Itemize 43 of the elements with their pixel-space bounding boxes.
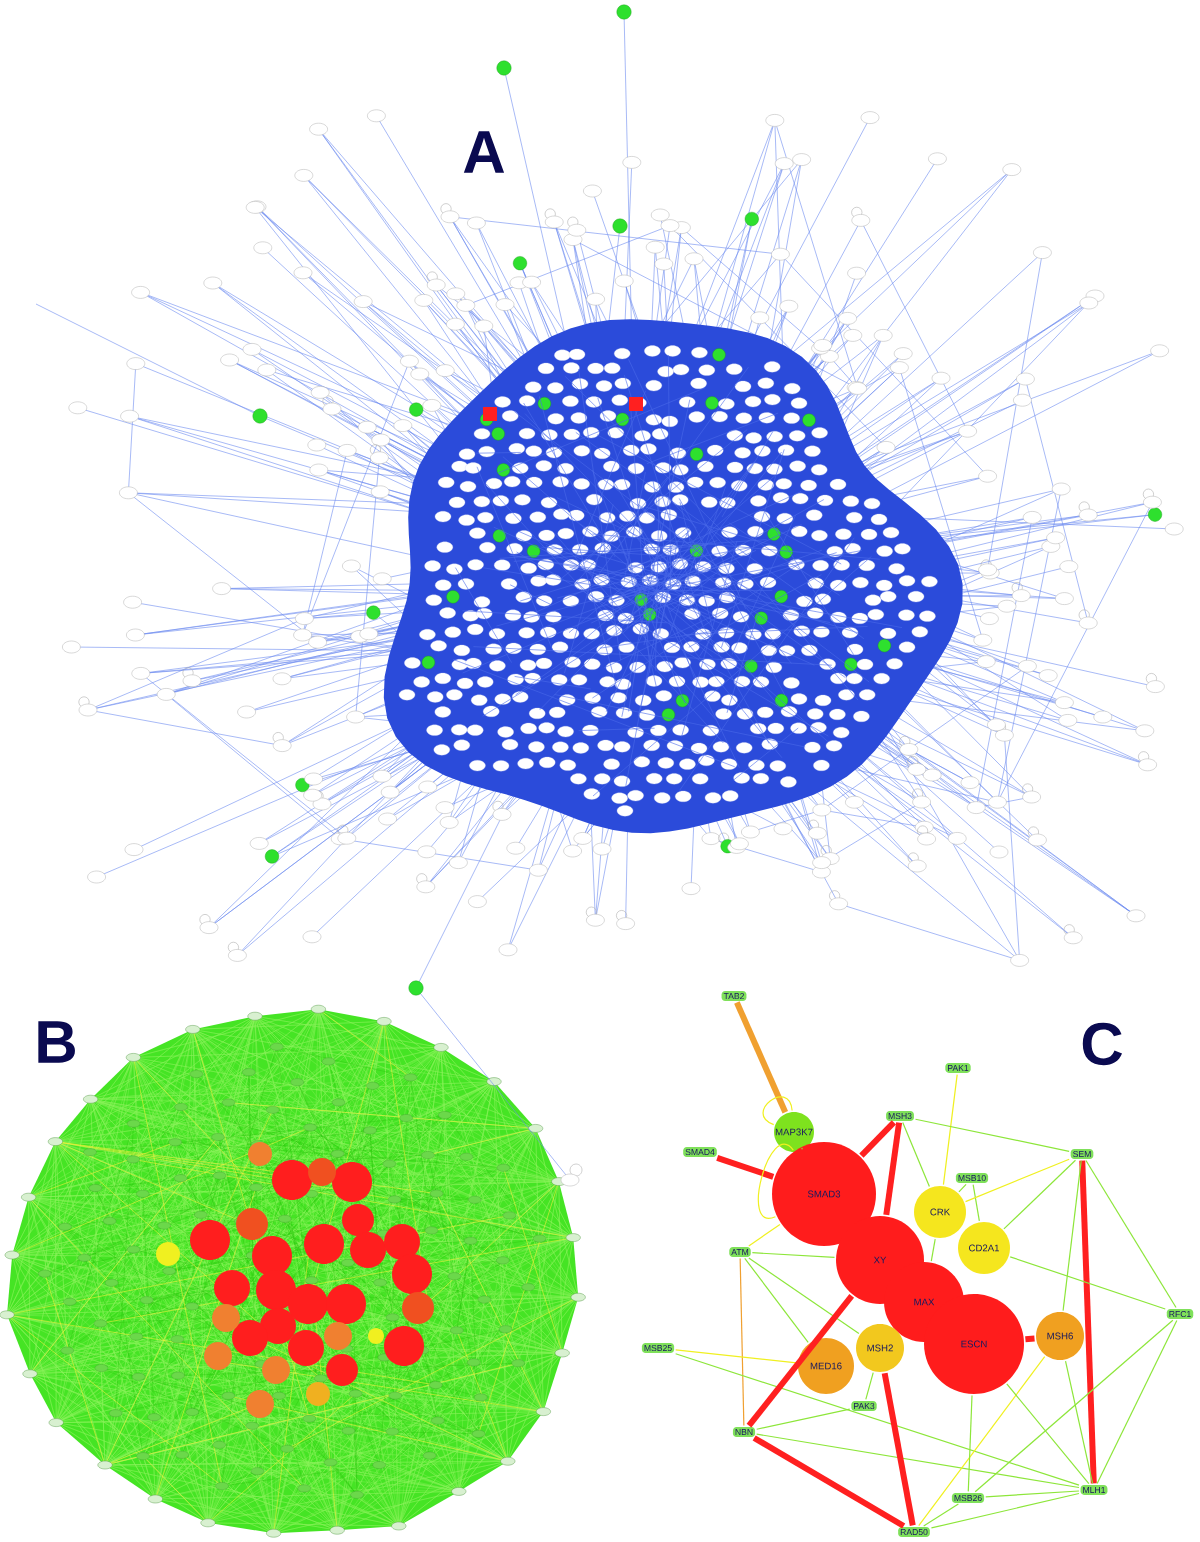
edge-line (748, 1257, 860, 1335)
edge-line (1003, 1159, 1077, 1230)
edge-line (762, 1096, 793, 1126)
edge-line (1006, 1383, 1090, 1485)
edge-line (902, 1121, 930, 1188)
edge-line (748, 1223, 781, 1247)
edge-line (1085, 1159, 1177, 1309)
edge-line (859, 1120, 896, 1158)
edge-line (1062, 1160, 1082, 1312)
edge-line (958, 1183, 967, 1193)
edge-line (967, 1394, 973, 1492)
edge-line (923, 1503, 959, 1527)
edge-line (972, 1184, 980, 1222)
edge-line (675, 1353, 1080, 1486)
edge-line (974, 1319, 1174, 1493)
edge-line (942, 1073, 958, 1186)
edge-line (734, 1001, 789, 1114)
edge-line (930, 1492, 1080, 1529)
edge-line (930, 1238, 936, 1262)
edge-line (744, 1257, 809, 1343)
edge-line (881, 1372, 916, 1526)
edge-line (1025, 1335, 1035, 1343)
edge-line (751, 1252, 836, 1258)
edge-line (1064, 1360, 1094, 1485)
panel-label: C (1082, 1022, 1123, 1066)
edge-line (1096, 1319, 1178, 1485)
edge-line (865, 1372, 874, 1400)
edge-line (1009, 1256, 1166, 1310)
edge-line (756, 1408, 851, 1430)
panel-label: B (38, 1021, 75, 1063)
edge-line (883, 1122, 903, 1216)
edge-line (746, 1293, 855, 1428)
edge-line (914, 1118, 1070, 1152)
edge-line (918, 1355, 1046, 1527)
edge-line (964, 1158, 1070, 1203)
edge-line (716, 1155, 775, 1180)
edge-line (752, 1435, 906, 1529)
edge-line (1079, 1160, 1097, 1484)
edge-line (675, 1349, 798, 1364)
edge-line (739, 1258, 745, 1427)
edge-line (756, 1433, 1080, 1489)
edge-line (757, 1144, 794, 1219)
edge-line (985, 1490, 1080, 1498)
